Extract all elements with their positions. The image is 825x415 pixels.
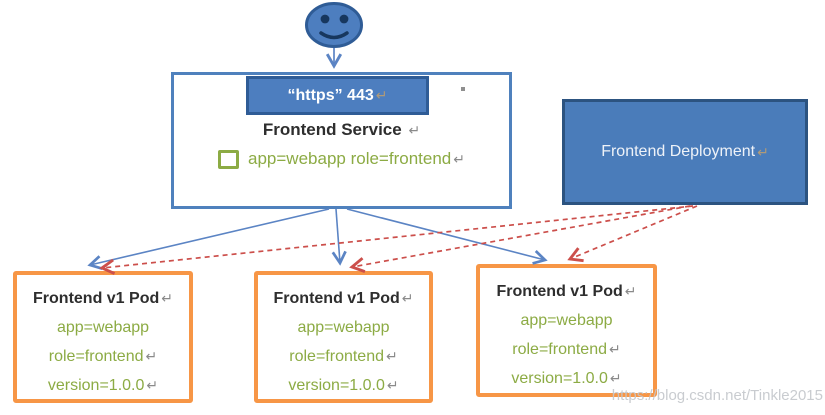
service-to-pod2-arrow	[331, 208, 347, 266]
return-mark: ↵	[145, 348, 158, 364]
frontend-pod-3: Frontend v1 Pod↵ app=webapp role=fronten…	[476, 264, 657, 397]
return-mark: ↵	[453, 150, 465, 167]
pod-label-version: version=1.0.0↵	[511, 370, 622, 387]
service-selector-row: app=webapp role=frontend ↵	[171, 146, 512, 172]
smiley-right-eye	[339, 14, 349, 24]
deployment-to-pod2-arrow	[349, 205, 691, 273]
service-port-label: “https” 443	[287, 86, 374, 104]
pod-title: Frontend v1 Pod↵	[273, 290, 414, 307]
pod-label-version: version=1.0.0↵	[288, 377, 399, 394]
pod-label-app: app=webapp	[56, 319, 150, 336]
return-mark: ↵	[161, 290, 173, 306]
frontend-pod-2: Frontend v1 Pod↵ app=webapp role=fronten…	[254, 271, 433, 403]
pod-title: Frontend v1 Pod↵	[496, 283, 637, 300]
smiley-mouth	[319, 31, 349, 40]
pod-label-app: app=webapp	[520, 312, 613, 329]
return-mark: ↵	[375, 87, 388, 103]
service-to-pod3-arrow	[346, 208, 548, 265]
service-to-pod1-arrow	[87, 208, 330, 270]
pod-label-app: app=webapp	[297, 319, 390, 336]
deployment-to-pod3-arrow	[567, 205, 698, 263]
deployment-title: Frontend Deployment	[601, 143, 756, 160]
smiley-user-icon	[305, 2, 363, 48]
return-mark: ↵	[386, 348, 398, 364]
return-mark: ↵	[609, 341, 621, 357]
watermark: https://blog.csdn.net/Tinkle2015	[611, 387, 823, 404]
service-title: Frontend Service ↵	[262, 120, 421, 139]
pod-label-role: role=frontend↵	[289, 348, 398, 365]
return-mark: ↵	[609, 370, 622, 386]
pod-label-version: version=1.0.0↵	[47, 377, 159, 394]
frontend-pod-1: Frontend v1 Pod↵ app=webapp role=fronten…	[13, 271, 193, 403]
return-mark: ↵	[408, 122, 421, 138]
return-mark: ↵	[386, 377, 399, 393]
return-mark: ↵	[146, 377, 159, 393]
frontend-deployment-box: Frontend Deployment ↵	[562, 99, 808, 205]
service-port-bar: “https” 443 ↵	[246, 76, 429, 115]
service-selector-label: app=webapp role=frontend	[248, 149, 452, 168]
pod-title: Frontend v1 Pod↵	[33, 290, 173, 307]
pod-label-role: role=frontend↵	[512, 341, 621, 358]
smiley-left-eye	[320, 14, 330, 24]
return-mark: ↵	[757, 143, 769, 160]
return-mark: ↵	[401, 290, 414, 306]
return-mark: ↵	[624, 283, 637, 299]
pod-label-role: role=frontend↵	[48, 348, 158, 365]
label-square-icon	[218, 149, 240, 169]
stray-dot	[461, 87, 465, 91]
deployment-to-pod1-arrow	[99, 205, 694, 275]
